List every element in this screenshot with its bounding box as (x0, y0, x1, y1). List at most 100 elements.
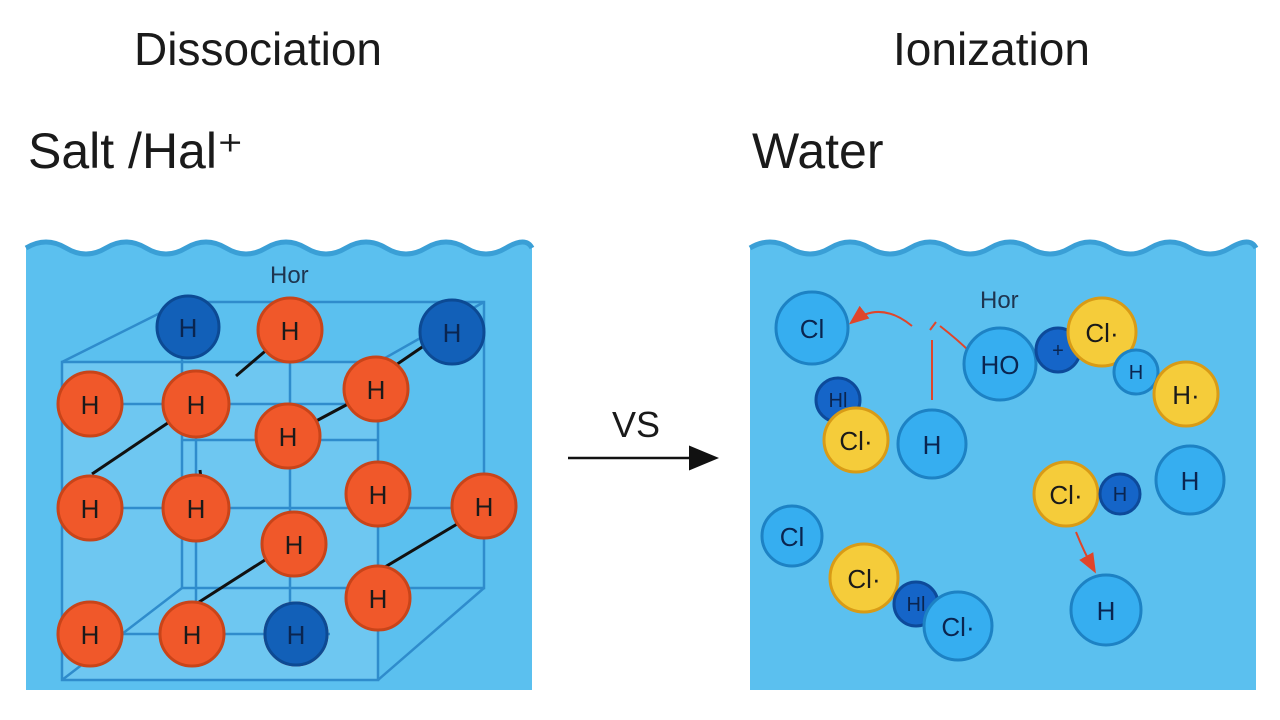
right-atom-circle (760, 504, 824, 568)
left-atom-circle (56, 600, 124, 668)
left-atom-circle (56, 474, 124, 542)
left-atom-label: H (367, 375, 386, 405)
right-hor-label: Hor (980, 287, 1019, 314)
right-title: Ionization (893, 23, 1090, 75)
left-atom-label: H (81, 620, 100, 650)
right-atom-circle (1069, 573, 1143, 647)
right-atom: Cl· (1066, 296, 1138, 368)
left-atom-circle (263, 601, 329, 667)
right-atom: H (1098, 472, 1142, 516)
left-atom: H (256, 296, 324, 364)
left-atom-circle (344, 564, 412, 632)
left-atom: H (161, 369, 231, 439)
left-atom-label: H (187, 494, 206, 524)
left-title: Dissociation (134, 23, 382, 75)
left-atom-label: H (369, 480, 388, 510)
left-atom-circle (450, 472, 518, 540)
left-atom: H (260, 510, 328, 578)
right-atom-circle (896, 408, 968, 480)
vs-label: VS (612, 404, 661, 445)
left-atom-circle (158, 600, 226, 668)
right-atom-circle (1098, 472, 1142, 516)
left-atom-circle (344, 460, 412, 528)
right-atom-label: + (1052, 340, 1064, 362)
right-atom: H· (1152, 360, 1220, 428)
left-atom-label: H (475, 492, 494, 522)
right-atom: H (896, 408, 968, 480)
right-atom-label: Hl (829, 390, 848, 412)
left-atom: H (344, 564, 412, 632)
right-atom-label: Cl· (839, 426, 872, 456)
left-subtitle: Salt /Hal⁺ (28, 123, 244, 179)
right-atom-circle (774, 290, 850, 366)
right-atom-label: Cl (780, 522, 805, 552)
left-atom: H (56, 600, 124, 668)
left-atom-label: H (287, 620, 306, 650)
left-atom-circle (254, 402, 322, 470)
left-atom-label: H (81, 494, 100, 524)
left-atom-label: H (285, 530, 304, 560)
left-atom-circle (260, 510, 328, 578)
right-atom-label: H (1097, 596, 1116, 626)
right-atom-label: H· (1172, 380, 1199, 410)
left-atom: H (342, 355, 410, 423)
right-atom: H (1154, 444, 1226, 516)
left-atom-circle (161, 473, 231, 543)
left-atom-circle (418, 298, 486, 366)
left-water-wave (24, 239, 535, 257)
left-atom-circle (161, 369, 231, 439)
right-atom: Cl (774, 290, 850, 366)
left-atom-circle (155, 294, 221, 360)
right-atom: Cl· (1032, 460, 1100, 528)
right-atom-label: Cl· (1049, 480, 1082, 510)
right-atom-circle (828, 542, 900, 614)
cube-edge (377, 587, 485, 681)
left-atom: H (155, 294, 221, 360)
left-atom: H (158, 600, 226, 668)
reaction-arrow (848, 305, 913, 327)
right-atom-circle (922, 590, 994, 662)
right-atom: HO (962, 326, 1038, 402)
left-atom: H (418, 298, 486, 366)
left-atom: H (263, 601, 329, 667)
left-hor-label: Hor (270, 262, 309, 289)
right-atom: H (1112, 348, 1160, 396)
right-atom-label: H (1181, 466, 1200, 496)
right-atom-label: H (923, 430, 942, 460)
left-atom-label: H (279, 422, 298, 452)
right-atom-circle (1152, 360, 1220, 428)
left-atom-label: H (443, 318, 462, 348)
right-atom: H (1069, 573, 1143, 647)
left-atom-circle (256, 296, 324, 364)
right-atom-label: Cl· (1085, 318, 1118, 348)
left-atom: H (450, 472, 518, 540)
right-atom-label: Cl· (847, 564, 880, 594)
left-atom: H (161, 473, 231, 543)
right-water-wave (748, 239, 1259, 257)
left-atom: H (56, 474, 124, 542)
left-atom: H (254, 402, 322, 470)
left-atom-label: H (81, 390, 100, 420)
right-atom-circle (822, 406, 890, 474)
right-atom: Cl· (828, 542, 900, 614)
left-atom-label: H (281, 316, 300, 346)
left-atom: H (344, 460, 412, 528)
right-atom-label: H (1129, 362, 1143, 384)
right-atom-circle (1032, 460, 1100, 528)
left-atom-label: H (369, 584, 388, 614)
right-atom-label: H (1113, 484, 1127, 506)
left-atom-label: H (183, 620, 202, 650)
right-atom-label: Hl (907, 594, 926, 616)
right-atom-circle (1112, 348, 1160, 396)
right-atom: Cl· (922, 590, 994, 662)
left-atom-circle (56, 370, 124, 438)
right-atom-circle (1154, 444, 1226, 516)
right-atom-label: Cl (800, 314, 825, 344)
left-atom-label: H (187, 390, 206, 420)
right-subtitle: Water (752, 123, 884, 179)
reaction-arrow (929, 321, 937, 331)
right-atom: Cl (760, 504, 824, 568)
